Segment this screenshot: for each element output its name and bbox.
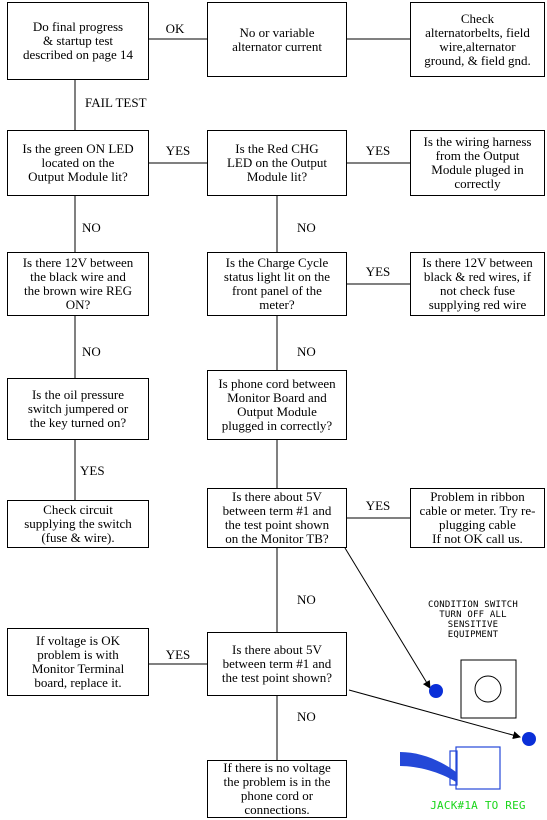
yes-label-5: YES [365, 498, 391, 513]
jack-test-point-marker [522, 732, 536, 746]
jack-connector-flange [449, 750, 458, 786]
switch-plate-shape [460, 659, 517, 719]
ribbon-cable-box: Problem in ribbon cable or meter. Try re… [410, 488, 545, 548]
5v-test-point-box: Is there about 5V between term #1 and th… [207, 632, 347, 696]
no-label-6: NO [297, 709, 316, 724]
start-box: Do final progress & startup test describ… [7, 2, 149, 80]
switch-knob-shape [474, 675, 502, 703]
red-chg-box: Is the Red CHG LED on the Output Module … [207, 130, 347, 196]
12v-brown-wire-box: Is there 12V between the black wire and … [7, 252, 149, 316]
no-label-2: NO [297, 220, 316, 235]
no-label-4: NO [297, 344, 316, 359]
yes-label-1: YES [165, 143, 191, 158]
wiring-harness-box: Is the wiring harness from the Output Mo… [410, 130, 545, 196]
no-label-5: NO [297, 592, 316, 607]
oil-pressure-switch-box: Is the oil pressure switch jumpered or t… [7, 378, 149, 440]
ok-label: OK [165, 21, 185, 36]
no-label-1: NO [82, 220, 101, 235]
yes-label-2: YES [365, 143, 391, 158]
check-circuit-box: Check circuit supplying the switch (fuse… [7, 500, 149, 548]
yes-label-6: YES [165, 647, 191, 662]
jack-connector-shape [455, 746, 501, 790]
yes-label-3: YES [365, 264, 391, 279]
no-label-3: NO [82, 344, 101, 359]
jack-label: JACK#1A TO REG [430, 799, 526, 812]
5v-monitor-tb-box: Is there about 5V between term #1 and th… [207, 488, 347, 548]
green-led-box: Is the green ON LED located on the Outpu… [7, 130, 149, 196]
voltage-ok-box: If voltage is OK problem is with Monitor… [7, 628, 149, 696]
fail-test-label: FAIL TEST [85, 95, 147, 110]
12v-red-wire-box: Is there 12V between black & red wires, … [410, 252, 545, 316]
charge-cycle-box: Is the Charge Cycle status light lit on … [207, 252, 347, 316]
no-voltage-box: If there is no voltage the problem is in… [207, 760, 347, 818]
yes-label-4: YES [80, 463, 105, 478]
condition-switch-note: CONDITION SWITCH TURN OFF ALL SENSITIVE … [428, 600, 518, 640]
phone-cord-box: Is phone cord between Monitor Board and … [207, 370, 347, 440]
switch-test-point-marker [429, 684, 443, 698]
check-alternator-box: Check alternatorbelts, field wire,altern… [410, 2, 545, 77]
jack-plug-cable [400, 752, 456, 782]
alternator-current-box: No or variable alternator current [207, 2, 347, 77]
